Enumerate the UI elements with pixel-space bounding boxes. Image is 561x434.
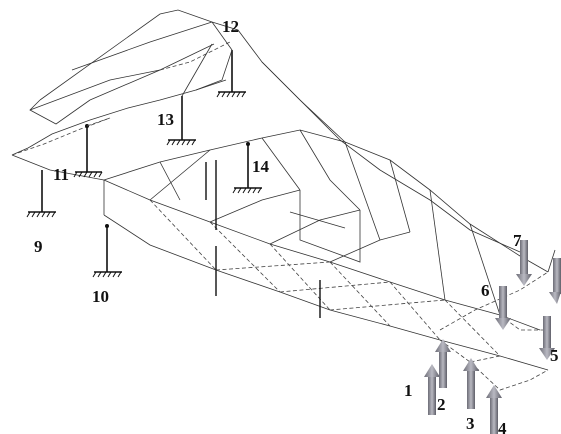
load-arrow-6: [495, 286, 511, 330]
label-5: 5: [550, 346, 559, 365]
support-13: [166, 96, 196, 146]
labels: 9 10 11 12 13 14 1 2 3 4 5 6 7: [34, 17, 559, 434]
label-9: 9: [34, 237, 43, 256]
support-9: [26, 170, 56, 218]
support-11: [73, 124, 103, 178]
load-arrow-1: [424, 364, 440, 415]
load-arrow-5: [539, 316, 555, 360]
support-10: [92, 224, 122, 278]
label-2: 2: [437, 395, 446, 414]
label-12: 12: [222, 17, 239, 36]
label-11: 11: [53, 165, 69, 184]
load-arrow-extra: [549, 258, 561, 304]
label-7: 7: [513, 231, 522, 250]
load-arrow-4: [486, 385, 502, 434]
label-4: 4: [498, 419, 507, 434]
label-10: 10: [92, 287, 109, 306]
load-arrow-3: [463, 358, 479, 409]
label-14: 14: [252, 157, 270, 176]
label-6: 6: [481, 281, 490, 300]
wireframe-structure: [11, 9, 556, 391]
support-14: [232, 142, 262, 194]
label-1: 1: [404, 381, 413, 400]
load-arrow-7: [516, 240, 532, 286]
label-3: 3: [466, 414, 475, 433]
support-12: [216, 50, 246, 98]
label-13: 13: [157, 110, 174, 129]
support-links: [86, 21, 233, 127]
load-arrow-2: [435, 339, 451, 388]
